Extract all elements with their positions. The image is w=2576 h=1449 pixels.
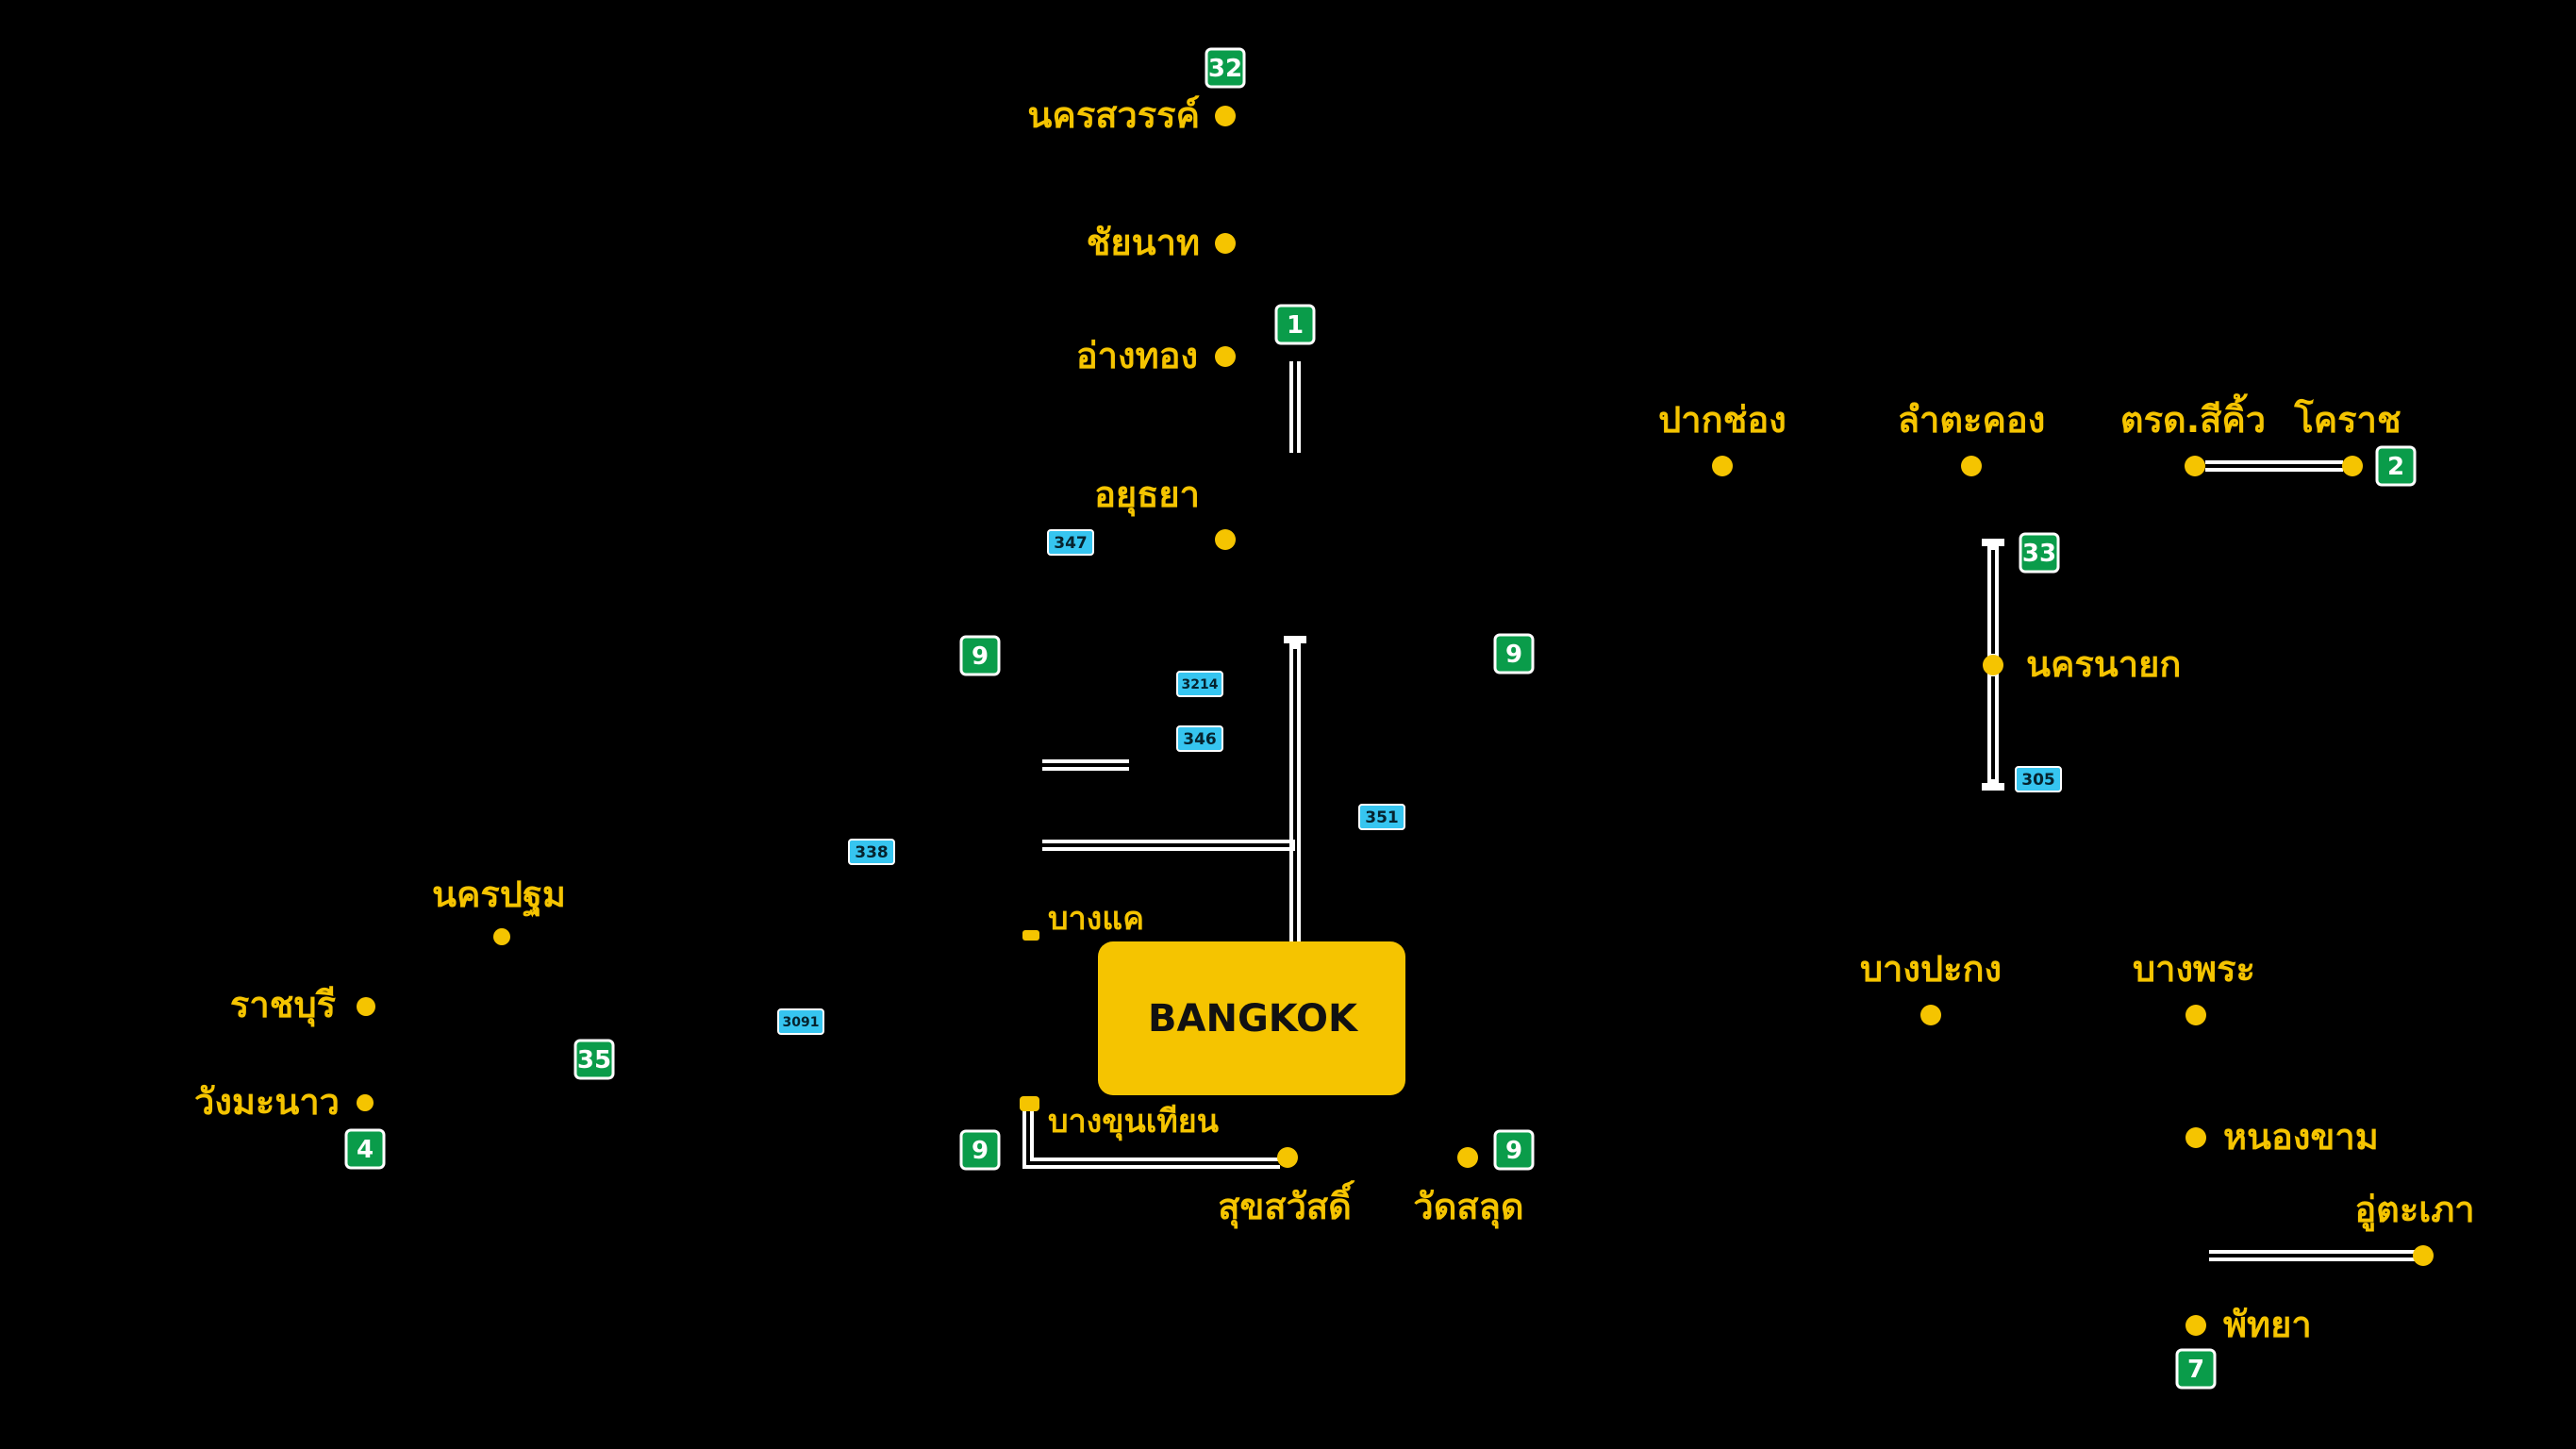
dot-u-tapao bbox=[2413, 1245, 2434, 1266]
highway-shield-9-ne: 9 bbox=[1493, 633, 1535, 675]
bangkok-box bbox=[1098, 941, 1405, 1095]
bangkok-center: BANGKOK bbox=[1098, 941, 1405, 1095]
city-dots bbox=[357, 106, 2434, 1336]
bangkok-label: BANGKOK bbox=[1148, 997, 1359, 1041]
city-labels: นครสวรรค์ ชัยนาท อ่างทอง อยุธยา ปากช่อง … bbox=[194, 94, 2475, 1345]
label-bang-khae: บางแค bbox=[1048, 900, 1144, 938]
road-main-north-south bbox=[1284, 636, 1306, 943]
highway-shield-9-sw: 9 bbox=[959, 1129, 1001, 1171]
rural-road-shields: 347 3214 346 351 338 3091 305 bbox=[777, 529, 2062, 1035]
rural-road-shield-305: 305 bbox=[2015, 766, 2062, 792]
dot-bang-pakong bbox=[1920, 1005, 1941, 1025]
svg-text:347: 347 bbox=[1054, 534, 1088, 553]
rural-road-shield-347: 347 bbox=[1047, 529, 1094, 556]
highway-shields: 32 1 2 33 9 9 9 9 bbox=[344, 47, 2417, 1390]
label-pattaya: พัทยา bbox=[2223, 1304, 2312, 1345]
highway-shield-9-se: 9 bbox=[1493, 1129, 1535, 1171]
rural-road-shield-338: 338 bbox=[848, 839, 895, 865]
highway-shield-9-nw: 9 bbox=[959, 635, 1001, 676]
dot-lam-takhong bbox=[1961, 456, 1982, 476]
rural-road-shield-351: 351 bbox=[1358, 804, 1405, 830]
dot-wat-salut bbox=[1457, 1147, 1478, 1168]
svg-text:9: 9 bbox=[972, 1137, 989, 1165]
dot-bang-khae bbox=[1022, 930, 1039, 941]
rural-road-shield-346: 346 bbox=[1176, 725, 1223, 752]
label-ang-thong: อ่างทอง bbox=[1076, 335, 1198, 376]
label-bang-phra: บางพระ bbox=[2133, 948, 2255, 990]
label-sikhio: ตรด.สีคิ้ว bbox=[2120, 393, 2266, 441]
dot-pattaya bbox=[2185, 1315, 2206, 1336]
highway-shield-7: 7 bbox=[2175, 1348, 2217, 1390]
highway-shield-32: 32 bbox=[1205, 47, 1246, 89]
highway-shield-35: 35 bbox=[573, 1039, 615, 1080]
svg-text:33: 33 bbox=[2022, 540, 2056, 568]
svg-text:1: 1 bbox=[1287, 311, 1304, 340]
svg-text:2: 2 bbox=[2387, 453, 2404, 481]
svg-text:338: 338 bbox=[855, 843, 889, 862]
label-ayutthaya: อยุธยา bbox=[1094, 474, 1200, 517]
road-segments bbox=[1022, 361, 2417, 1261]
dot-nong-kham bbox=[2185, 1127, 2206, 1148]
svg-text:35: 35 bbox=[577, 1046, 611, 1074]
label-bang-pakong: บางปะกง bbox=[1860, 948, 2002, 990]
label-u-tapao: อู่ตะเภา bbox=[2354, 1189, 2474, 1232]
highway-shield-4: 4 bbox=[344, 1128, 386, 1170]
label-nakhon-pathom: นครปฐม bbox=[432, 874, 566, 918]
label-nong-kham: หนองขาม bbox=[2223, 1116, 2379, 1158]
label-wang-manao: วังมะนาว bbox=[194, 1081, 340, 1123]
svg-text:9: 9 bbox=[1505, 641, 1522, 669]
dot-ayutthaya bbox=[1215, 529, 1236, 550]
svg-text:351: 351 bbox=[1365, 808, 1399, 827]
dot-bang-khun-thian bbox=[1020, 1096, 1039, 1111]
road-southwest-l bbox=[1022, 1106, 1280, 1169]
dot-nakhon-pathom bbox=[493, 928, 510, 945]
rural-road-shield-3091: 3091 bbox=[777, 1008, 824, 1035]
svg-text:3214: 3214 bbox=[1182, 677, 1219, 692]
svg-text:3091: 3091 bbox=[783, 1015, 820, 1030]
svg-text:9: 9 bbox=[972, 642, 989, 671]
dot-ratchaburi bbox=[357, 997, 375, 1016]
highway-shield-1: 1 bbox=[1274, 304, 1316, 345]
dot-nakhon-nayok bbox=[1983, 655, 2003, 675]
label-wat-salut: วัดสลุด bbox=[1413, 1186, 1523, 1229]
svg-text:305: 305 bbox=[2021, 771, 2055, 790]
dot-korat bbox=[2342, 456, 2363, 476]
label-nakhon-sawan: นครสวรรค์ bbox=[1027, 94, 1200, 136]
svg-text:346: 346 bbox=[1183, 730, 1217, 749]
dot-wang-manao bbox=[357, 1094, 374, 1111]
label-lam-takhong: ลำตะคอง bbox=[1898, 399, 2046, 441]
label-ratchaburi: ราชบุรี bbox=[230, 984, 337, 1027]
rural-road-shield-3214: 3214 bbox=[1176, 671, 1223, 697]
svg-text:32: 32 bbox=[1208, 55, 1242, 83]
highway-shield-2: 2 bbox=[2375, 445, 2417, 487]
label-nakhon-nayok: นครนายก bbox=[2026, 643, 2181, 685]
dot-chai-nat bbox=[1215, 233, 1236, 254]
svg-text:9: 9 bbox=[1505, 1137, 1522, 1165]
dot-ang-thong bbox=[1215, 346, 1236, 367]
label-suk-sawat: สุขสวัสดิ์ bbox=[1218, 1180, 1355, 1229]
dot-sikhio bbox=[2185, 456, 2205, 476]
highway-shield-33: 33 bbox=[2019, 532, 2060, 574]
dot-pak-chong bbox=[1712, 456, 1733, 476]
label-pak-chong: ปากช่อง bbox=[1658, 399, 1787, 441]
label-chai-nat: ชัยนาท bbox=[1087, 222, 1200, 263]
label-korat: โคราช bbox=[2293, 398, 2401, 441]
svg-text:4: 4 bbox=[357, 1136, 374, 1164]
dot-bang-phra bbox=[2185, 1005, 2206, 1025]
dot-suk-sawat bbox=[1277, 1147, 1298, 1168]
dot-nakhon-sawan bbox=[1215, 106, 1236, 126]
label-bang-khun-thian: บางขุนเทียน bbox=[1048, 1103, 1219, 1141]
svg-text:7: 7 bbox=[2187, 1356, 2204, 1384]
